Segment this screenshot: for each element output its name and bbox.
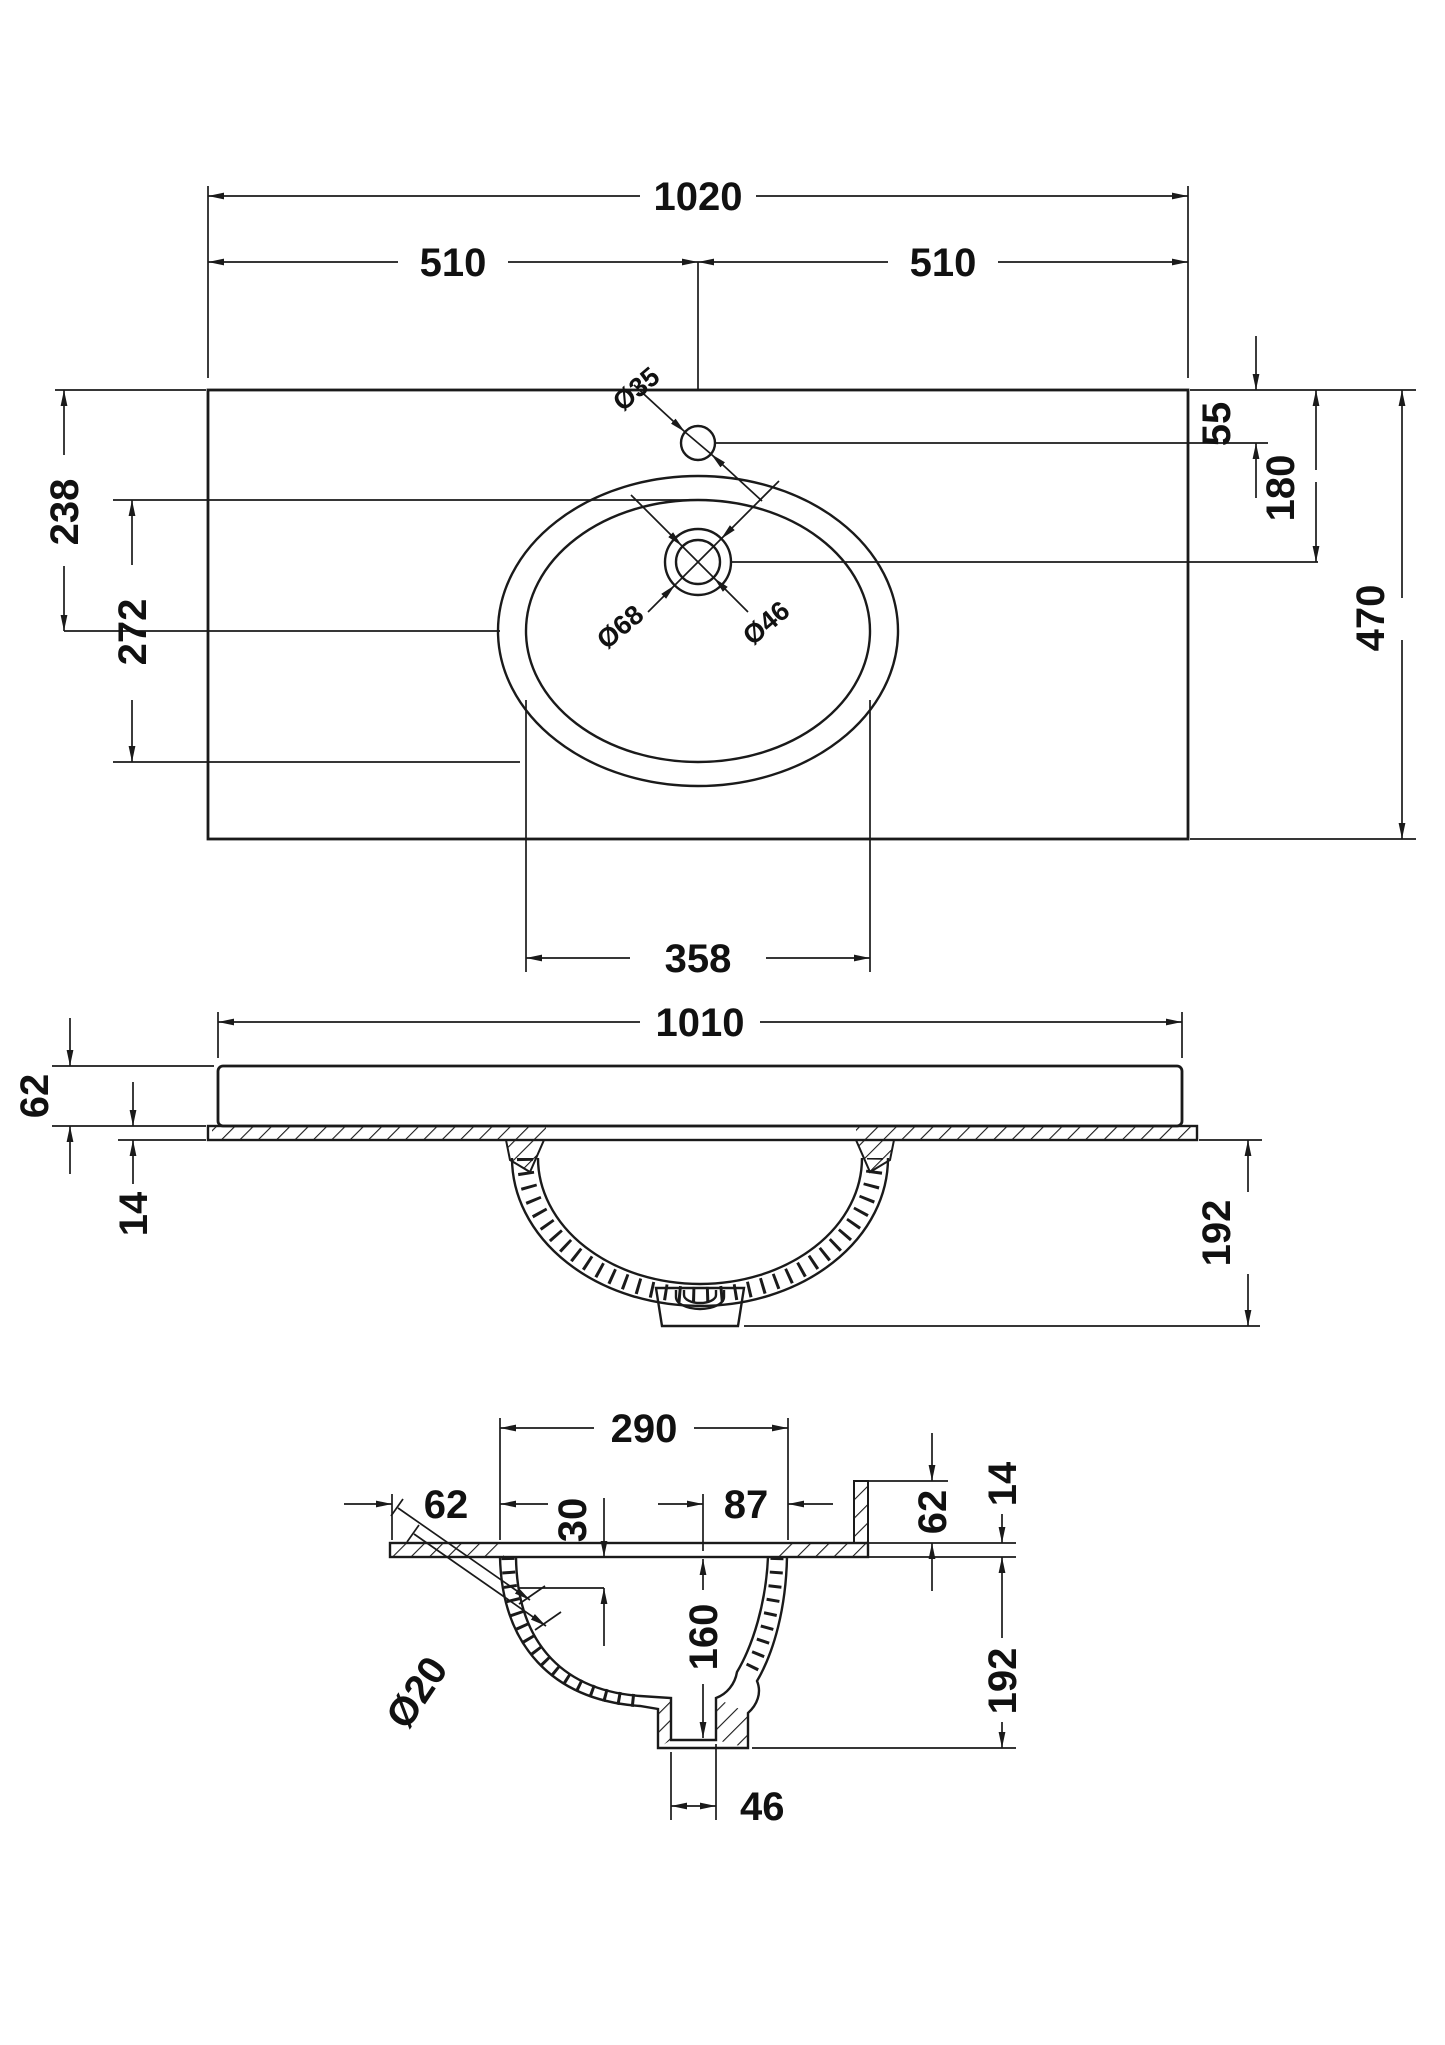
dim-front-edge-to-bowl: 62 <box>344 1483 548 1540</box>
dim-waste-centre-to-back: 87 <box>658 1483 833 1527</box>
dim-label: 192 <box>1195 1200 1239 1267</box>
dim-left-half: 510 <box>208 241 698 285</box>
dim-overall-depth: 470 <box>1349 390 1406 839</box>
slab-hatch-right <box>776 1543 866 1557</box>
dim-upstand-height: 62 <box>868 1433 1016 1591</box>
dim-label: 358 <box>665 937 732 981</box>
tap-hole-dia-label: Ø35 <box>607 361 665 417</box>
dim-label: 14 <box>981 1461 1025 1506</box>
upstand-section <box>853 1480 869 1544</box>
waste-inner-dia-leader <box>630 494 683 547</box>
top-view: Ø35 Ø68 Ø46 1020 <box>43 175 1416 981</box>
waste-outer-dia-leader <box>647 584 676 613</box>
dim-label: 510 <box>420 241 487 285</box>
waste-cup-inner <box>682 1290 718 1305</box>
waste-outer-dia-label: Ø68 <box>591 599 649 655</box>
waste-outer-dia-leader <box>720 480 780 540</box>
dim-bowl-depth: 192 <box>1195 1139 1262 1326</box>
overflow-dia-end-tick <box>390 1498 404 1517</box>
dim-label: 192 <box>981 1648 1025 1715</box>
overflow-hole-edge <box>518 1585 546 1605</box>
dim-label: 510 <box>910 241 977 285</box>
overflow-dia-leader <box>397 1507 531 1601</box>
dim-back-to-waste-centre: 180 <box>1259 390 1320 562</box>
shell-hatch-ticks-left <box>501 1556 641 1708</box>
section-view: Ø20 290 62 87 30 <box>344 1407 1025 1829</box>
dim-label: 62 <box>911 1490 955 1535</box>
waste-cup-outer <box>674 1290 726 1311</box>
waste-wall-hatch-left <box>658 1698 671 1748</box>
front-view: 1010 62 14 192 <box>13 1001 1262 1328</box>
waste-inner-dia-leader <box>713 577 749 613</box>
dim-label: 1010 <box>656 1001 745 1045</box>
dim-overall-width: 1020 <box>207 175 1189 378</box>
dim-bowl-depth-section: 192 <box>752 1600 1025 1749</box>
tap-hole-dia-leader <box>710 453 763 502</box>
overflow-dia-label: Ø20 <box>378 1649 457 1736</box>
dim-basin-cutout-width: 358 <box>525 700 871 981</box>
slab-hatch-left <box>392 1543 504 1557</box>
bowl-section-inner <box>514 1556 770 1742</box>
dim-basin-width: 1010 <box>217 1001 1183 1058</box>
dim-back-to-tap-hole: 55 <box>1195 336 1260 498</box>
bowl-section-outer <box>498 1556 789 1750</box>
dim-label: 1020 <box>654 175 743 219</box>
bowl-shell-hatch-ticks <box>517 1157 883 1303</box>
waste-inner-circle <box>674 538 722 586</box>
slab-section-strip <box>388 1541 870 1559</box>
dim-label: 290 <box>611 1407 678 1451</box>
waste-fitting-front <box>654 1286 746 1328</box>
waste-wall-hatch-right <box>716 1698 748 1748</box>
waste-inner-dia-chord <box>681 545 715 579</box>
dim-label: 30 <box>551 1498 595 1543</box>
dim-slab-thickness-section: 14 <box>868 1461 1025 1600</box>
dim-label: 46 <box>740 1785 785 1829</box>
dim-label: 160 <box>682 1604 726 1671</box>
dim-front-edge-height: 62 <box>13 1018 214 1174</box>
dim-waste-outlet-width: 46 <box>670 1744 785 1829</box>
dim-label: 87 <box>724 1483 769 1527</box>
countertop-outline <box>206 388 1190 841</box>
overflow-dia-end-tick <box>406 1524 420 1543</box>
overflow-hole: Ø20 <box>378 1498 562 1736</box>
dim-recess-depth: 30 <box>551 1498 608 1646</box>
dim-label: 62 <box>13 1074 57 1119</box>
dim-right-half: 510 <box>698 241 1188 285</box>
bowl-inner-curve <box>536 1157 864 1286</box>
bowl-outer-curve <box>510 1157 890 1308</box>
tap-hole-dia-chord <box>684 431 712 455</box>
dim-bowl-top-width: 290 <box>499 1407 789 1540</box>
overflow-hole-edge <box>534 1611 562 1631</box>
dim-label: 180 <box>1259 455 1303 522</box>
strip-hatch-right <box>856 1126 1193 1140</box>
basin-outer-rim-ellipse <box>496 474 900 788</box>
overflow-dia-leader <box>413 1533 547 1627</box>
dim-label: 272 <box>111 599 155 666</box>
dim-bowl-inner-depth: 160 <box>682 1494 726 1738</box>
strip-hatch-left <box>212 1126 546 1140</box>
dim-slab-thickness: 14 <box>112 1082 206 1236</box>
dim-label: 238 <box>43 479 87 546</box>
dim-label: 470 <box>1349 585 1393 652</box>
waste-inner-dia-label: Ø46 <box>737 595 795 651</box>
tap-hole-dia-leader <box>633 384 686 433</box>
slab-bottom-strip <box>206 1124 1199 1142</box>
dim-label: 55 <box>1195 402 1239 447</box>
dim-label: 14 <box>112 1191 156 1236</box>
dim-back-to-basin-centre: 238 <box>43 390 87 631</box>
dim-label: 62 <box>424 1483 469 1527</box>
shell-hatch-ticks-right <box>741 1556 784 1681</box>
slab-front-face <box>216 1064 1184 1128</box>
dim-basin-cutout-depth: 272 <box>111 500 155 762</box>
